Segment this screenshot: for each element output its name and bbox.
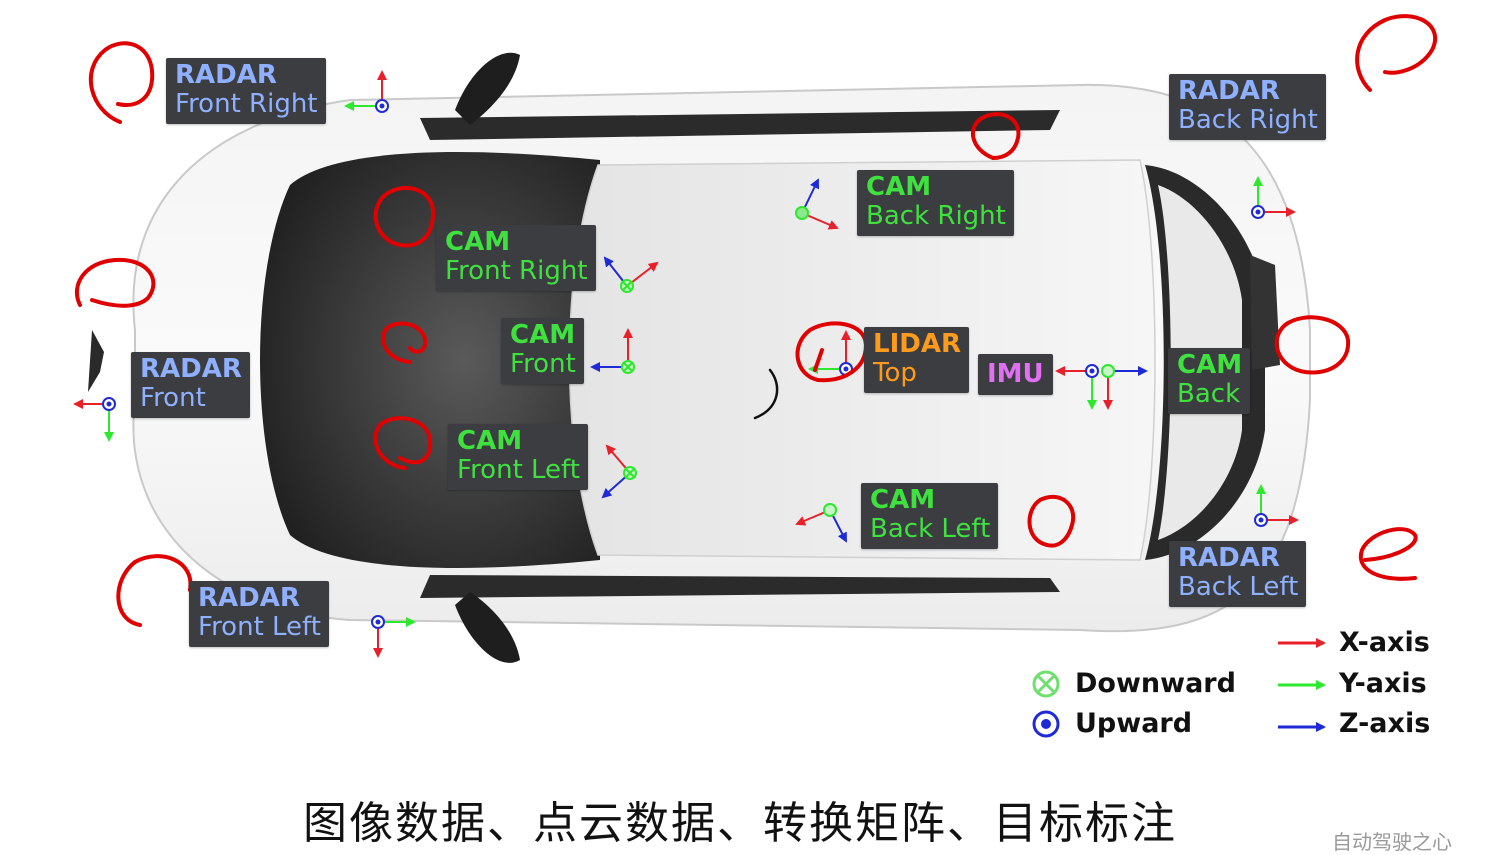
sensor-position: Front Right bbox=[445, 256, 588, 286]
cam-back-right-axes bbox=[795, 178, 839, 230]
label-cam-back-left: CAM Back Left bbox=[861, 483, 999, 549]
annotation-mark bbox=[373, 185, 436, 248]
sensor-kind: CAM bbox=[870, 485, 936, 515]
cam-back-left-axes bbox=[795, 503, 847, 543]
legend-upward-label: Upward bbox=[1075, 708, 1193, 739]
annotation-mark bbox=[795, 321, 868, 383]
annotation-mark bbox=[74, 257, 156, 308]
legend-y-axis-label: Y-axis bbox=[1339, 668, 1427, 699]
label-radar-front-left: RADAR Front Left bbox=[189, 581, 329, 647]
annotation-bracket bbox=[753, 368, 779, 420]
annotation-mark bbox=[1274, 315, 1351, 375]
annotation-mark bbox=[380, 321, 428, 364]
sensor-kind: RADAR bbox=[1178, 543, 1280, 573]
radar-front-axes bbox=[73, 397, 116, 442]
sensor-kind: LIDAR bbox=[873, 329, 961, 359]
annotation-mark bbox=[1355, 14, 1437, 92]
label-radar-back-right: RADAR Back Right bbox=[1169, 74, 1326, 140]
label-cam-front-left: CAM Front Left bbox=[448, 424, 588, 490]
car-body bbox=[88, 52, 1311, 663]
label-cam-front-right: CAM Front Right bbox=[436, 225, 596, 291]
legend-x-axis-label: X-axis bbox=[1339, 627, 1430, 658]
sensor-kind: CAM bbox=[866, 172, 932, 202]
sensor-kind: CAM bbox=[1177, 350, 1243, 380]
sensor-position: Top bbox=[873, 358, 917, 388]
sensor-kind: RADAR bbox=[140, 354, 242, 384]
radar-front-left-axes bbox=[371, 615, 416, 658]
sensor-position: Back bbox=[1177, 379, 1241, 409]
label-cam-back: CAM Back bbox=[1168, 348, 1251, 414]
label-radar-front: RADAR Front bbox=[131, 352, 250, 418]
cam-front-left-axes bbox=[601, 444, 637, 499]
axis-triads bbox=[73, 70, 1299, 658]
sensor-position: Front Right bbox=[175, 89, 318, 119]
hand-drawn-annotations bbox=[74, 14, 1437, 627]
label-cam-front: CAM Front bbox=[501, 318, 584, 384]
sensor-position: Front Left bbox=[457, 455, 580, 485]
sensor-position: Back Right bbox=[1178, 105, 1318, 135]
annotation-mark bbox=[116, 554, 193, 627]
sensor-position: Back Left bbox=[1178, 572, 1299, 602]
legend-downward-label: Downward bbox=[1075, 668, 1236, 699]
label-radar-front-right: RADAR Front Right bbox=[166, 58, 326, 124]
sensor-kind: IMU bbox=[987, 359, 1044, 389]
label-imu: IMU bbox=[978, 354, 1053, 395]
downward-symbol bbox=[1032, 670, 1060, 698]
label-cam-back-right: CAM Back Right bbox=[857, 170, 1014, 236]
cam-front-right-axes bbox=[603, 256, 659, 293]
sensor-kind: CAM bbox=[510, 320, 576, 350]
label-lidar-top: LIDAR Top bbox=[864, 327, 969, 393]
sensor-kind: RADAR bbox=[198, 583, 300, 613]
annotation-mark bbox=[971, 112, 1021, 160]
sensor-position: Front bbox=[140, 383, 206, 413]
sensor-kind: RADAR bbox=[175, 60, 277, 90]
annotation-mark bbox=[373, 416, 433, 470]
radar-back-right-axes bbox=[1251, 176, 1296, 219]
upward-symbol bbox=[1032, 710, 1060, 738]
annotation-mark bbox=[1358, 527, 1418, 581]
sensor-position: Front bbox=[510, 349, 576, 379]
watermark: 自动驾驶之心 bbox=[1332, 830, 1452, 854]
label-radar-back-left: RADAR Back Left bbox=[1169, 541, 1307, 607]
radar-back-left-axes bbox=[1254, 484, 1299, 527]
annotation-mark bbox=[88, 41, 155, 124]
sensor-kind: RADAR bbox=[1178, 76, 1280, 106]
sensor-kind: CAM bbox=[457, 426, 523, 456]
imu-axes bbox=[1055, 364, 1148, 410]
annotation-mark bbox=[1027, 494, 1076, 548]
sensor-kind: CAM bbox=[445, 227, 511, 257]
legend-z-axis-label: Z-axis bbox=[1339, 708, 1431, 739]
sensor-position: Back Left bbox=[870, 514, 991, 544]
radar-front-right-axes bbox=[344, 70, 389, 113]
caption: 图像数据、点云数据、转换矩阵、目标标注 bbox=[303, 798, 1177, 849]
sensor-position: Front Left bbox=[198, 612, 321, 642]
sensor-position: Back Right bbox=[866, 201, 1006, 231]
legend-symbols bbox=[1032, 638, 1326, 738]
cam-front-axes bbox=[590, 328, 635, 374]
